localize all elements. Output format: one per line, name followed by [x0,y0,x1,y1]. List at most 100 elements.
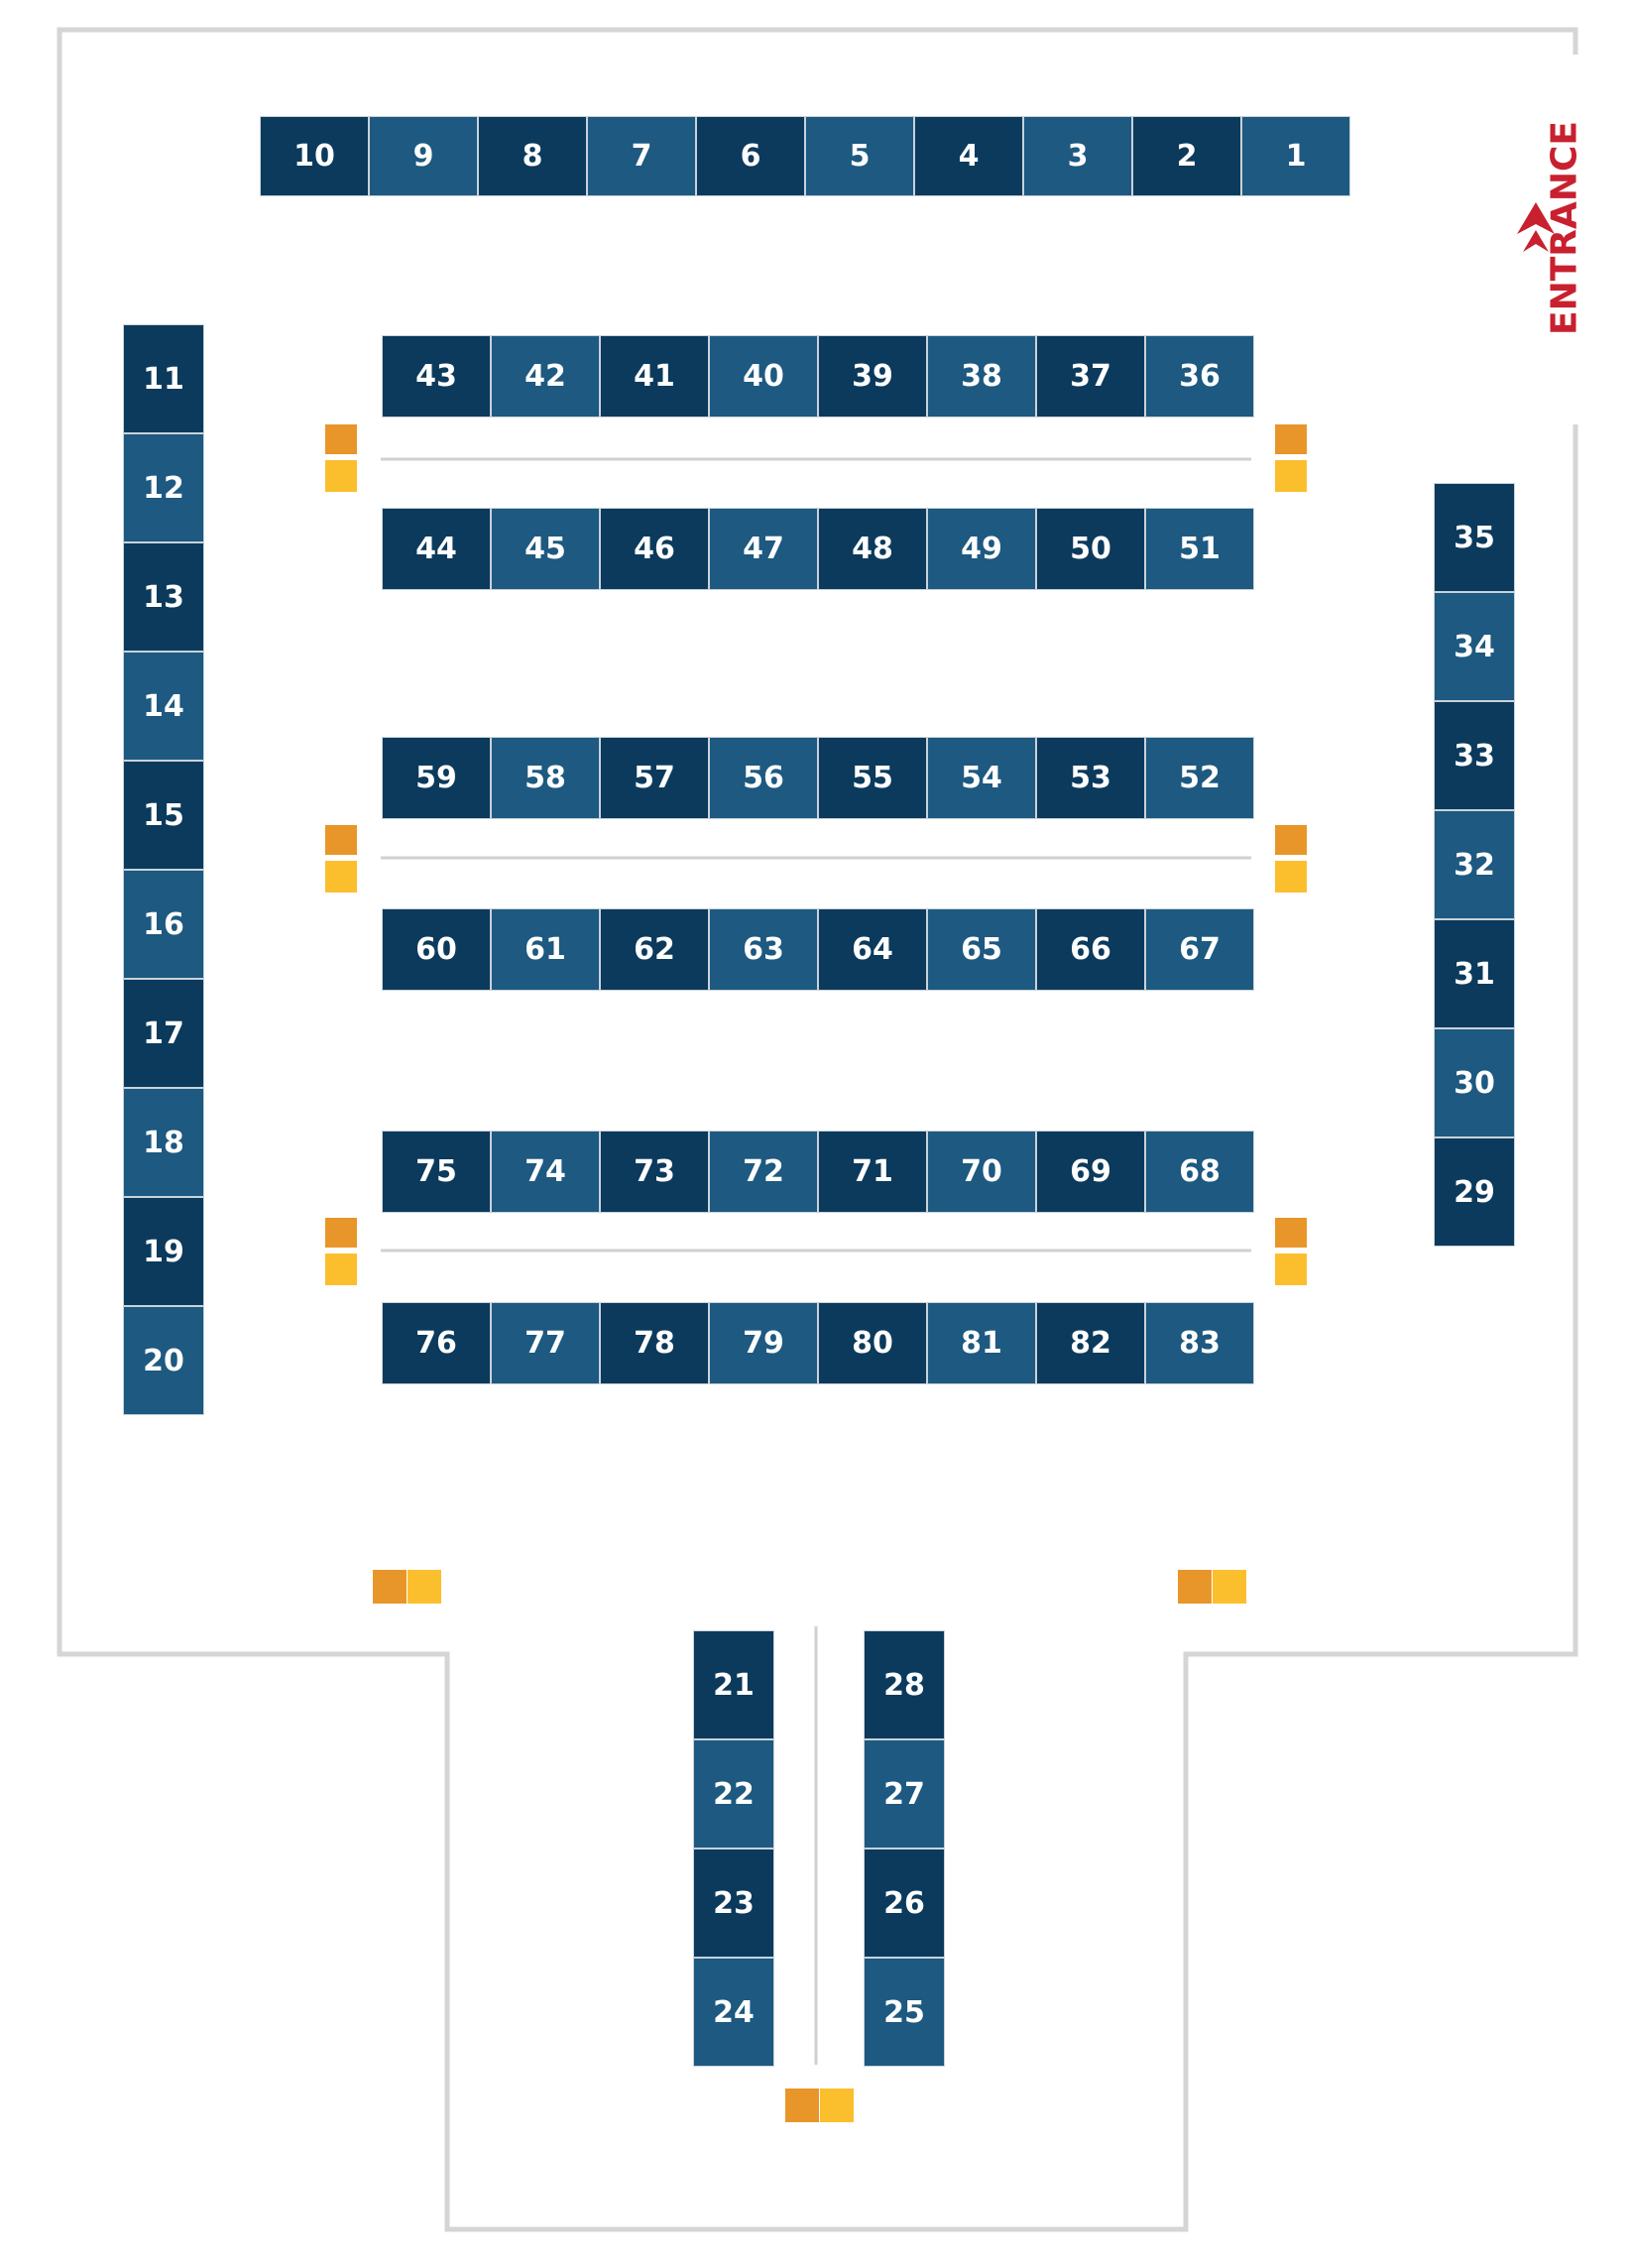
booth-76[interactable]: 76 [382,1302,491,1384]
booth-17[interactable]: 17 [123,979,204,1088]
booth-31[interactable]: 31 [1434,919,1515,1028]
booth-12[interactable]: 12 [123,433,204,542]
booth-10[interactable]: 10 [260,116,369,196]
booth-14[interactable]: 14 [123,652,204,761]
booth-37[interactable]: 37 [1036,335,1145,418]
marker-orange [1275,424,1307,454]
booth-55[interactable]: 55 [818,737,927,819]
booth-28[interactable]: 28 [864,1630,945,1739]
booth-41[interactable]: 41 [600,335,709,418]
booth-4[interactable]: 4 [914,116,1023,196]
booth-27[interactable]: 27 [864,1739,945,1849]
booth-45[interactable]: 45 [491,508,600,590]
booth-21[interactable]: 21 [693,1630,774,1739]
marker-yellow [820,2089,854,2122]
booth-66[interactable]: 66 [1036,908,1145,991]
booth-23[interactable]: 23 [693,1849,774,1958]
booth-67[interactable]: 67 [1145,908,1254,991]
marker-orange [325,1218,357,1248]
marker-orange [325,424,357,454]
booth-34[interactable]: 34 [1434,592,1515,701]
booth-82[interactable]: 82 [1036,1302,1145,1384]
marker-orange [325,825,357,855]
booth-39[interactable]: 39 [818,335,927,418]
booth-32[interactable]: 32 [1434,810,1515,919]
booth-24[interactable]: 24 [693,1958,774,2067]
marker-yellow [325,861,357,893]
booth-61[interactable]: 61 [491,908,600,991]
booth-22[interactable]: 22 [693,1739,774,1849]
booth-65[interactable]: 65 [927,908,1036,991]
booth-42[interactable]: 42 [491,335,600,418]
booth-78[interactable]: 78 [600,1302,709,1384]
booth-33[interactable]: 33 [1434,701,1515,810]
booth-83[interactable]: 83 [1145,1302,1254,1384]
booth-69[interactable]: 69 [1036,1131,1145,1213]
booth-36[interactable]: 36 [1145,335,1254,418]
booth-6[interactable]: 6 [696,116,805,196]
booth-54[interactable]: 54 [927,737,1036,819]
booth-75[interactable]: 75 [382,1131,491,1213]
booth-47[interactable]: 47 [709,508,818,590]
booth-11[interactable]: 11 [123,324,204,433]
booth-79[interactable]: 79 [709,1302,818,1384]
booth-18[interactable]: 18 [123,1088,204,1197]
booth-2[interactable]: 2 [1132,116,1241,196]
booth-20[interactable]: 20 [123,1306,204,1415]
booth-74[interactable]: 74 [491,1131,600,1213]
booth-29[interactable]: 29 [1434,1137,1515,1247]
booth-30[interactable]: 30 [1434,1028,1515,1137]
booth-43[interactable]: 43 [382,335,491,418]
booth-1[interactable]: 1 [1241,116,1350,196]
marker-orange [1275,825,1307,855]
entrance-label: ENTRANCE [1544,121,1585,335]
booth-70[interactable]: 70 [927,1131,1036,1213]
booth-19[interactable]: 19 [123,1197,204,1306]
booth-77[interactable]: 77 [491,1302,600,1384]
marker-yellow [1275,861,1307,893]
marker-yellow [325,1253,357,1285]
marker-orange [785,2089,819,2122]
booth-73[interactable]: 73 [600,1131,709,1213]
marker-yellow [1275,460,1307,492]
booth-16[interactable]: 16 [123,870,204,979]
booth-52[interactable]: 52 [1145,737,1254,819]
booth-63[interactable]: 63 [709,908,818,991]
booth-80[interactable]: 80 [818,1302,927,1384]
booth-48[interactable]: 48 [818,508,927,590]
booth-71[interactable]: 71 [818,1131,927,1213]
booth-68[interactable]: 68 [1145,1131,1254,1213]
booth-5[interactable]: 5 [805,116,914,196]
booth-49[interactable]: 49 [927,508,1036,590]
booth-13[interactable]: 13 [123,542,204,652]
booth-7[interactable]: 7 [587,116,696,196]
wall-outline [57,27,1578,2232]
booth-60[interactable]: 60 [382,908,491,991]
booth-46[interactable]: 46 [600,508,709,590]
marker-yellow [325,460,357,492]
booth-26[interactable]: 26 [864,1849,945,1958]
booth-56[interactable]: 56 [709,737,818,819]
marker-yellow [408,1570,441,1604]
booth-72[interactable]: 72 [709,1131,818,1213]
booth-57[interactable]: 57 [600,737,709,819]
booth-64[interactable]: 64 [818,908,927,991]
booth-62[interactable]: 62 [600,908,709,991]
marker-yellow [1275,1253,1307,1285]
booth-44[interactable]: 44 [382,508,491,590]
booth-40[interactable]: 40 [709,335,818,418]
booth-53[interactable]: 53 [1036,737,1145,819]
booth-50[interactable]: 50 [1036,508,1145,590]
booth-15[interactable]: 15 [123,761,204,870]
booth-38[interactable]: 38 [927,335,1036,418]
booth-35[interactable]: 35 [1434,483,1515,592]
booth-51[interactable]: 51 [1145,508,1254,590]
booth-81[interactable]: 81 [927,1302,1036,1384]
booth-8[interactable]: 8 [478,116,587,196]
marker-orange [1275,1218,1307,1248]
booth-25[interactable]: 25 [864,1958,945,2067]
booth-3[interactable]: 3 [1023,116,1132,196]
booth-58[interactable]: 58 [491,737,600,819]
booth-59[interactable]: 59 [382,737,491,819]
booth-9[interactable]: 9 [369,116,478,196]
